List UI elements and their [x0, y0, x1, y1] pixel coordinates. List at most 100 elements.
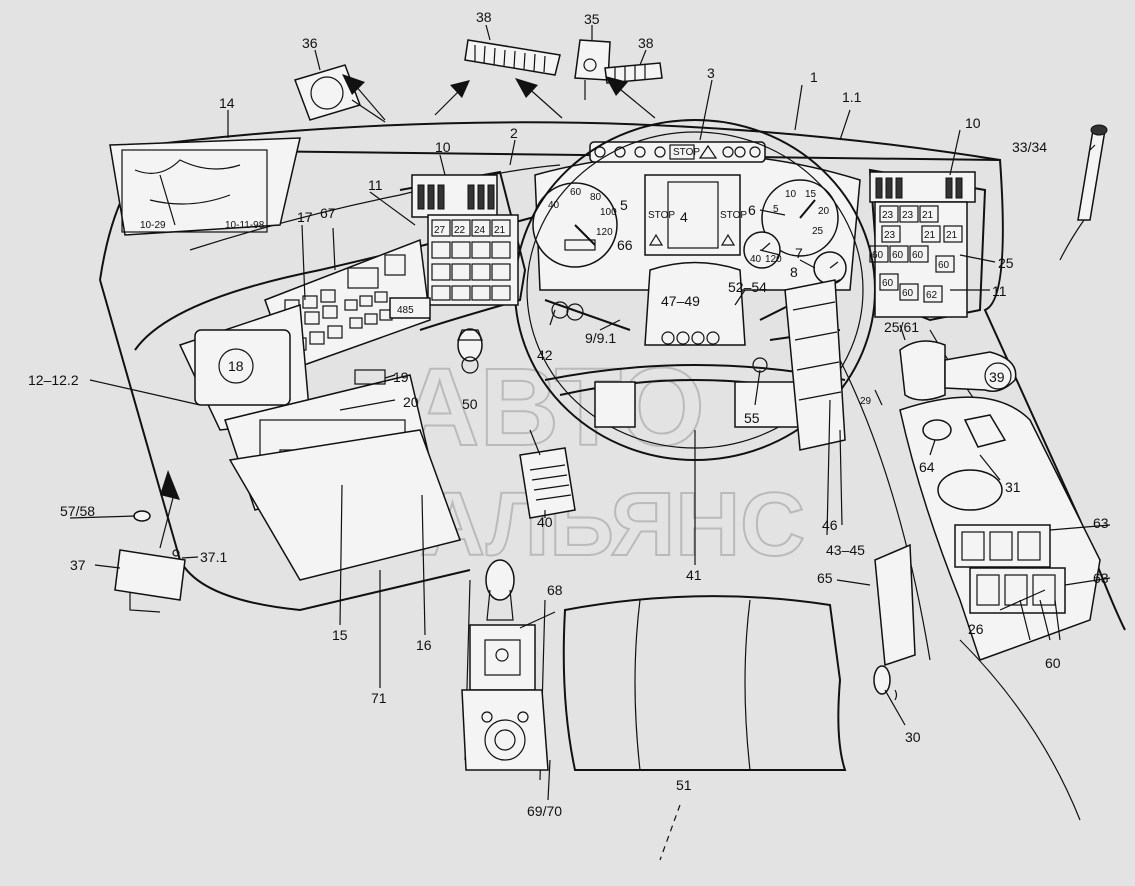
svg-text:60: 60	[882, 278, 894, 289]
callout-41: 41	[686, 567, 702, 583]
svg-text:21: 21	[922, 210, 934, 221]
callout-15: 15	[332, 627, 348, 643]
callout-25: 25	[998, 255, 1014, 271]
svg-text:STOP: STOP	[673, 147, 700, 158]
svg-text:23: 23	[884, 230, 896, 241]
callout-39: 39	[989, 369, 1005, 385]
svg-text:21: 21	[494, 225, 506, 236]
callout-30: 30	[905, 729, 921, 745]
callout-63-upper: 63	[1093, 515, 1109, 531]
callout-4: 4	[680, 209, 688, 225]
gear-stalk	[457, 328, 483, 374]
callout-57-58: 57/58	[60, 503, 95, 519]
callout-38-right: 38	[638, 35, 654, 51]
callout-69-70: 69/70	[527, 803, 562, 819]
watermark-line-2: АЛЬЯНС	[420, 475, 805, 575]
svg-text:22: 22	[454, 225, 466, 236]
microphone-33-34	[1059, 124, 1108, 261]
svg-text:20: 20	[818, 206, 830, 217]
pointer-arrows	[342, 74, 656, 121]
svg-text:62: 62	[926, 290, 938, 301]
gear-lever	[461, 559, 549, 771]
svg-text:60: 60	[938, 260, 950, 271]
svg-text:25: 25	[812, 226, 824, 237]
brake-pedal	[519, 429, 576, 519]
left-switch-grid: 27 22 24 21	[431, 219, 511, 301]
warning-light-strip: STOP	[589, 141, 766, 163]
svg-text:10-29: 10-29	[140, 220, 166, 231]
callout-8: 8	[790, 264, 798, 280]
foot-pedal-65	[874, 543, 916, 667]
left-vent-switch-panel: 27 22 24 21	[411, 174, 519, 306]
antenna-38-left	[464, 39, 561, 76]
svg-text:485: 485	[397, 305, 414, 316]
callout-10-left: 10	[435, 139, 451, 155]
callout-20: 20	[403, 394, 419, 410]
callout-19: 19	[393, 369, 409, 385]
callout-7: 7	[795, 245, 803, 261]
svg-text:5: 5	[773, 204, 779, 215]
parking-brake-handle	[899, 340, 1017, 401]
callout-12-12-2: 12–12.2	[28, 372, 79, 388]
svg-text:80: 80	[590, 192, 602, 203]
callout-36: 36	[302, 35, 318, 51]
navigation-map-display: 10-29 10-11-98	[109, 137, 301, 236]
svg-text:40: 40	[548, 200, 560, 211]
callout-47-49: 47–49	[661, 293, 700, 309]
speaker-36	[294, 64, 386, 123]
callout-31: 31	[1005, 479, 1021, 495]
callout-64: 64	[919, 459, 935, 475]
svg-text:60: 60	[902, 288, 914, 299]
svg-text:60: 60	[912, 250, 924, 261]
screw-57-58	[133, 510, 151, 522]
callout-38-left: 38	[476, 9, 492, 25]
svg-text:120: 120	[596, 227, 613, 238]
svg-text:STOP: STOP	[648, 210, 675, 221]
callout-1-1: 1.1	[842, 89, 862, 105]
callout-labels: 1 1.1 2 3 4 5 6 7 8 9/9.1 10 10 11 11 12…	[28, 9, 1109, 819]
callout-37-1: 37.1	[200, 549, 227, 565]
svg-text:21: 21	[946, 230, 958, 241]
callout-33-34: 33/34	[1012, 139, 1047, 155]
svg-text:23: 23	[902, 210, 914, 221]
svg-text:15: 15	[805, 189, 817, 200]
callout-46: 46	[822, 517, 838, 533]
svg-text:23: 23	[882, 210, 894, 221]
svg-text:40: 40	[750, 254, 762, 265]
callout-67: 67	[320, 205, 336, 221]
callout-25-61: 25/61	[884, 319, 919, 335]
callout-26: 26	[968, 621, 984, 637]
right-vent-switch-panel: 23 23 21 23 21 21 60 60 60 60 60 60 62	[869, 171, 976, 318]
wheel-vent-left	[594, 381, 636, 428]
callout-9-9-1: 9/9.1	[585, 330, 616, 346]
callout-71: 71	[371, 690, 387, 706]
control-module-37	[114, 470, 186, 613]
callout-1: 1	[810, 69, 818, 85]
callout-50: 50	[462, 396, 478, 412]
callout-10-right: 10	[965, 115, 981, 131]
svg-text:27: 27	[434, 225, 446, 236]
svg-text:100: 100	[600, 207, 617, 218]
watermark: АВТО АЛЬЯНС	[399, 345, 806, 576]
svg-text:60: 60	[872, 250, 884, 261]
callout-3: 3	[707, 65, 715, 81]
svg-text:STOP: STOP	[720, 210, 747, 221]
callout-29: 29	[860, 396, 872, 407]
callout-60: 60	[1045, 655, 1061, 671]
callout-17: 17	[297, 209, 313, 225]
callout-66: 66	[617, 237, 633, 253]
callout-43-45: 43–45	[826, 542, 865, 558]
callout-42: 42	[537, 347, 553, 363]
lower-compartment	[228, 429, 461, 581]
svg-text:60: 60	[892, 250, 904, 261]
svg-text:21: 21	[924, 230, 936, 241]
svg-text:10-11-98: 10-11-98	[225, 220, 265, 231]
callout-2: 2	[510, 125, 518, 141]
callout-16: 16	[416, 637, 432, 653]
callout-18: 18	[228, 358, 244, 374]
leader-lines	[69, 24, 1111, 861]
callout-55: 55	[744, 410, 760, 426]
monitor-screen	[178, 303, 311, 431]
